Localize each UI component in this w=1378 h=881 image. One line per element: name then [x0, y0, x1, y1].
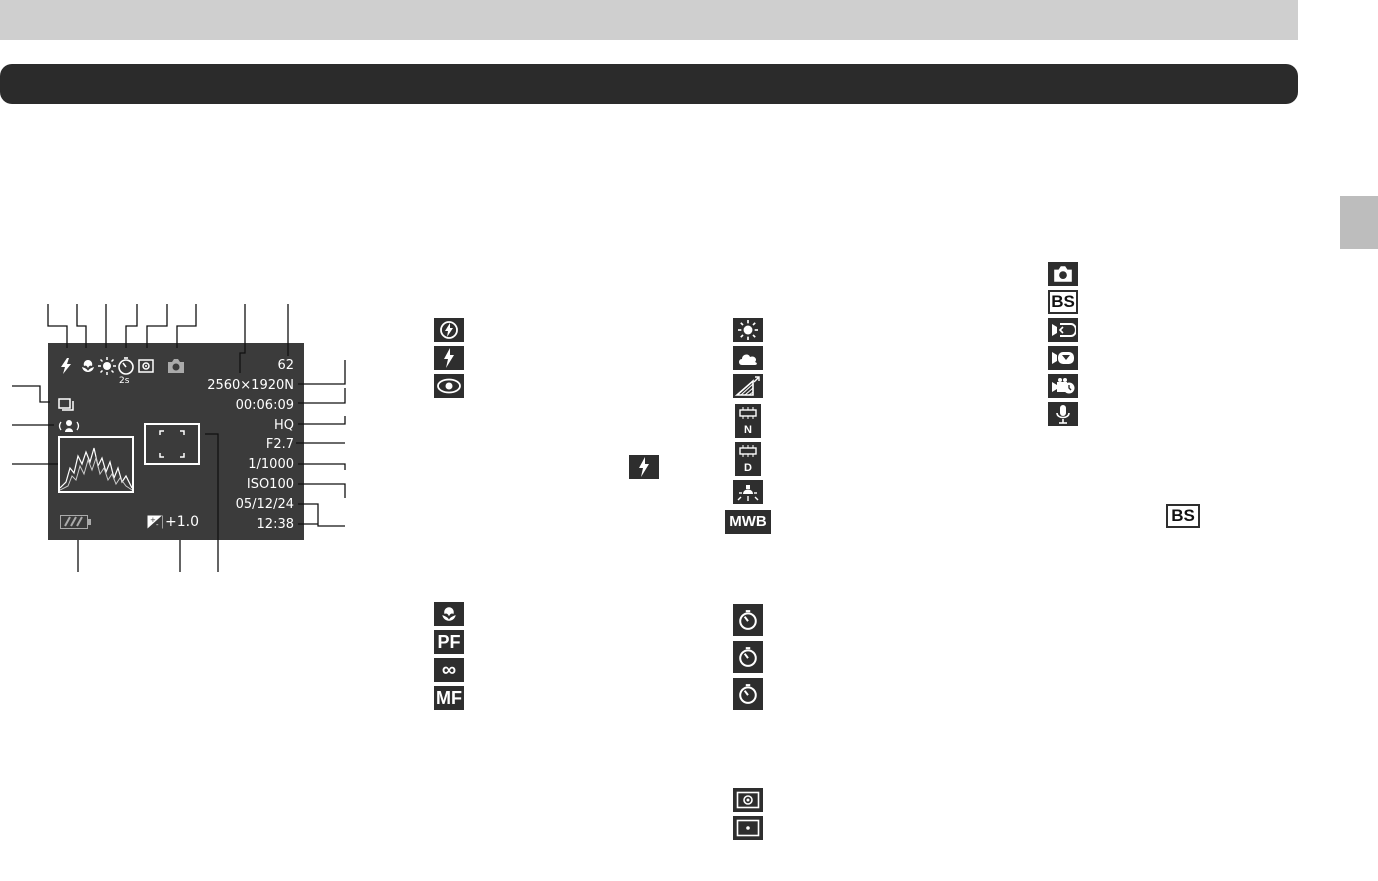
- self-timer-triple-icon: [733, 678, 763, 710]
- wb-cloudy-icon: [733, 346, 763, 370]
- battery-indicator-icon: [60, 515, 91, 529]
- self-timer-icon: [117, 357, 135, 378]
- chapter-tab: [1340, 196, 1378, 249]
- rec-voice-icon: [1048, 402, 1078, 426]
- red-eye-icon: [434, 374, 464, 398]
- focus-frame: [144, 423, 200, 465]
- image-size: 2560×1920N: [207, 378, 294, 393]
- self-timer-10s-icon: [733, 604, 763, 636]
- flash-on-icon: [60, 358, 72, 377]
- focus-manual-icon: MF: [434, 686, 464, 710]
- rec-movie-icon: [1048, 374, 1078, 398]
- wb-fluorescent-n-icon: N: [735, 404, 761, 438]
- svg-text:+: +: [150, 516, 156, 524]
- rec-bestshot-icon: BS: [1048, 290, 1078, 314]
- rec-past-movie-icon: [1048, 318, 1078, 342]
- focus-infinity-icon: ∞: [434, 658, 464, 682]
- wb-fluorescent-d-icon: D: [735, 442, 761, 476]
- macro-icon: [80, 358, 96, 377]
- exposure-compensation-icon: +-: [147, 515, 163, 532]
- metering-icon: [138, 359, 154, 376]
- bestshot-inline-icon: BS: [1166, 504, 1200, 528]
- metering-center-icon: [733, 788, 763, 812]
- svg-text:-: -: [156, 521, 159, 529]
- wb-manual-icon: MWB: [725, 510, 771, 534]
- rec-snapshot-icon: [1048, 262, 1078, 286]
- aperture-value: F2.7: [265, 437, 294, 452]
- anti-shake-icon: [56, 419, 82, 436]
- ev-value: +1.0: [165, 514, 199, 530]
- self-timer-2s-icon: [733, 641, 763, 673]
- section-title-bar: [0, 64, 1298, 104]
- wb-daylight-icon: [733, 318, 763, 342]
- movie-recording-time: 00:06:09: [235, 398, 294, 413]
- date: 05/12/24: [235, 497, 294, 512]
- flash-on-icon: [434, 346, 464, 370]
- shots-remaining: 62: [277, 358, 294, 373]
- time: 12:38: [256, 517, 294, 532]
- focus-macro-icon: [434, 602, 464, 626]
- camera-icon: [166, 358, 186, 377]
- rec-short-movie-icon: [1048, 346, 1078, 370]
- flash-auto-icon: [434, 318, 464, 342]
- self-timer-duration: 2s: [119, 376, 130, 386]
- shutter-speed: 1/1000: [248, 457, 294, 472]
- lcd-monitor-diagram: 2s 62 2560×1920N 00:06:09 HQ F2.7 1/1000…: [48, 343, 304, 540]
- iso-sensitivity: ISO100: [246, 477, 294, 492]
- continuous-shutter-icon: [58, 398, 76, 417]
- focus-pan-icon: PF: [434, 630, 464, 654]
- wb-tungsten-icon: [733, 480, 763, 504]
- flash-on-inline-icon: [629, 455, 659, 479]
- image-quality: HQ: [273, 418, 294, 433]
- top-band: [0, 0, 1298, 40]
- sun-icon: [98, 357, 116, 378]
- metering-spot-icon: [733, 816, 763, 840]
- wb-shade-icon: [733, 374, 763, 398]
- histogram: [58, 436, 134, 493]
